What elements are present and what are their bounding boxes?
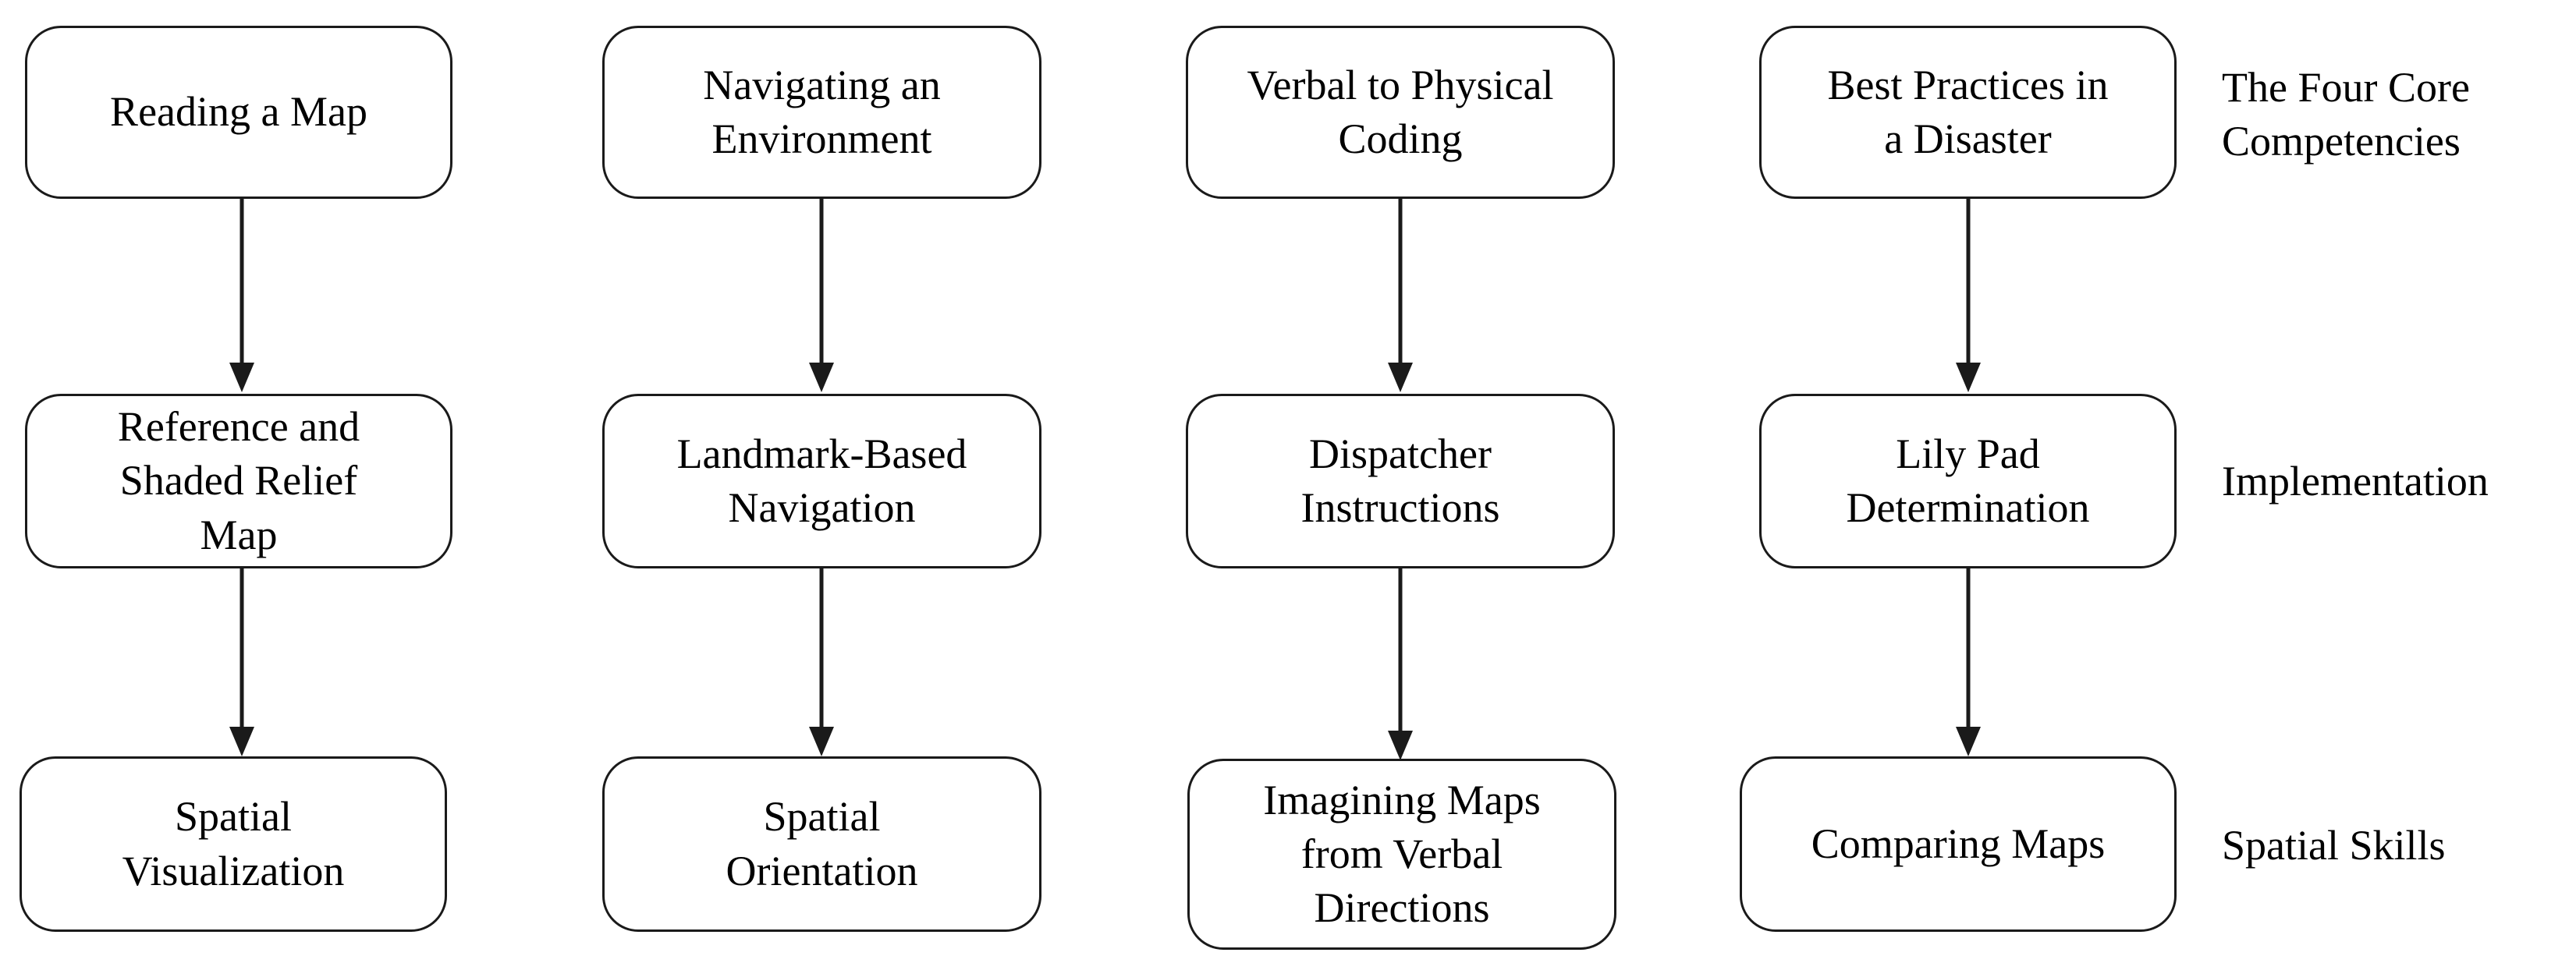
arrow-column2-row2-to-row3 bbox=[809, 568, 834, 756]
node-spatial-visualization[interactable]: Spatial Visualization bbox=[20, 756, 447, 932]
node-reading-a-map[interactable]: Reading a Map bbox=[25, 26, 452, 199]
node-dispatcher-instructions[interactable]: Dispatcher Instructions bbox=[1186, 394, 1615, 568]
arrow-column4-row2-to-row3 bbox=[1956, 568, 1981, 756]
node-best-practices-in-a-disaster[interactable]: Best Practices in a Disaster bbox=[1759, 26, 2177, 199]
arrow-column4-row1-to-row2 bbox=[1956, 199, 1981, 392]
row-label-core-competencies: The Four Core Competencies bbox=[2222, 64, 2470, 165]
node-landmark-based-navigation[interactable]: Landmark-Based Navigation bbox=[602, 394, 1041, 568]
node-navigating-an-environment[interactable]: Navigating an Environment bbox=[602, 26, 1041, 199]
node-lily-pad-determination[interactable]: Lily Pad Determination bbox=[1759, 394, 2177, 568]
arrow-column1-row2-to-row3 bbox=[229, 568, 254, 756]
arrow-column2-row1-to-row2 bbox=[809, 199, 834, 392]
arrow-column3-row2-to-row3 bbox=[1388, 568, 1413, 760]
node-spatial-orientation[interactable]: Spatial Orientation bbox=[602, 756, 1041, 932]
arrow-column3-row1-to-row2 bbox=[1388, 199, 1413, 392]
node-verbal-to-physical-coding[interactable]: Verbal to Physical Coding bbox=[1186, 26, 1615, 199]
node-reference-and-shaded-relief-map[interactable]: Reference and Shaded Relief Map bbox=[25, 394, 452, 568]
node-imagining-maps-from-verbal-directions[interactable]: Imagining Maps from Verbal Directions bbox=[1187, 759, 1616, 950]
row-label-implementation: Implementation bbox=[2222, 458, 2489, 505]
node-comparing-maps[interactable]: Comparing Maps bbox=[1740, 756, 2177, 932]
arrow-column1-row1-to-row2 bbox=[229, 199, 254, 392]
row-label-spatial-skills: Spatial Skills bbox=[2222, 822, 2446, 869]
